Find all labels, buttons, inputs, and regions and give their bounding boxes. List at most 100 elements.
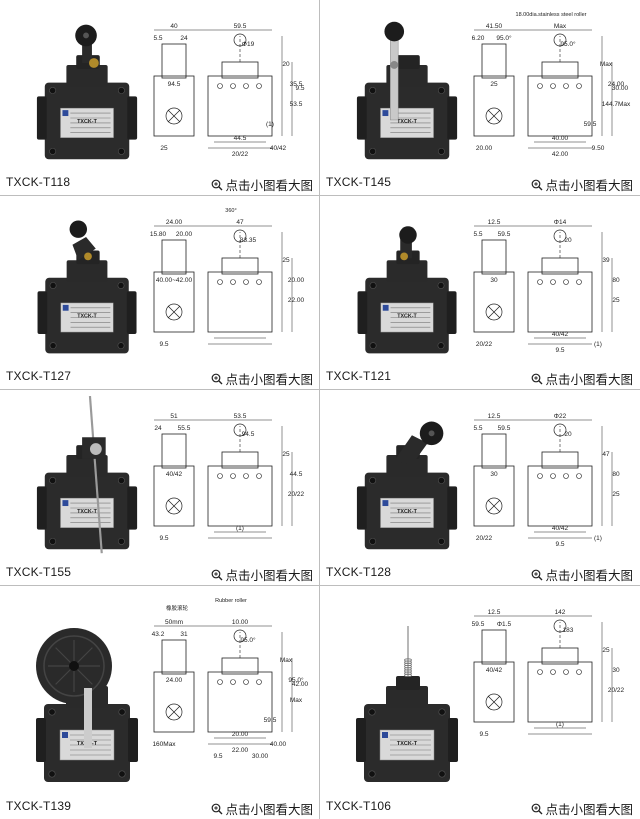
dimension-label: 5.5 bbox=[473, 425, 482, 432]
magnifier-icon bbox=[531, 803, 543, 815]
dimension-label: 31 bbox=[180, 631, 188, 638]
magnifier-icon bbox=[531, 179, 543, 191]
drawing-note: 360° bbox=[225, 208, 236, 214]
dimension-label: Max bbox=[280, 657, 293, 664]
product-photo[interactable]: TXCK-T bbox=[26, 6, 150, 173]
magnifier-icon bbox=[211, 569, 223, 581]
dimension-label: 43.2 bbox=[152, 631, 165, 638]
dimension-label: 20.00 bbox=[476, 145, 493, 152]
dimension-label: 30 bbox=[490, 277, 498, 284]
dimension-label: 80 bbox=[612, 277, 620, 284]
zoom-link[interactable]: 点击小图看大图 bbox=[211, 799, 313, 818]
dimension-label: 83.35 bbox=[240, 237, 257, 244]
product-photo[interactable]: TXCK-T bbox=[346, 626, 470, 796]
dimension-label: 95.0° bbox=[560, 40, 576, 48]
product-photo[interactable]: TXCK-T bbox=[26, 202, 150, 367]
dimension-label: 42.00 bbox=[292, 681, 309, 688]
model-label: TXCK-T127 bbox=[6, 369, 72, 383]
dimension-label: 20/22 bbox=[608, 687, 625, 694]
dimension-label: 9.5 bbox=[159, 535, 168, 542]
product-photo[interactable]: TXCK-T bbox=[346, 396, 470, 563]
dimension-label: 47 bbox=[236, 219, 244, 226]
model-label: TXCK-T128 bbox=[326, 565, 392, 579]
dimension-label: 53.5 bbox=[290, 101, 303, 108]
dimension-label: 20/22 bbox=[288, 491, 305, 498]
dimension-label: 30 bbox=[612, 667, 620, 674]
dimension-label: 12.5 bbox=[488, 413, 501, 420]
dimension-label: Max bbox=[600, 61, 613, 68]
zoom-label: 点击小图看大图 bbox=[545, 179, 633, 193]
dimension-label: 59.5 bbox=[498, 231, 511, 238]
dimension-label: 24 bbox=[180, 35, 188, 42]
product-photo[interactable]: TXCK-T bbox=[346, 202, 470, 367]
zoom-link[interactable]: 点击小图看大图 bbox=[531, 369, 633, 388]
dimension-label: 5.5 bbox=[153, 35, 162, 42]
dimension-label: 20 bbox=[564, 431, 572, 438]
dimension-label: 39 bbox=[602, 257, 610, 264]
dimension-label: 95.0° bbox=[496, 34, 512, 42]
dimension-label: 40.00 bbox=[552, 135, 569, 142]
zoom-link[interactable]: 点击小图看大图 bbox=[211, 369, 313, 388]
product-photo[interactable]: TXCK-T bbox=[26, 626, 150, 796]
drawing-note: 18.00dia.stainless steel roller bbox=[516, 12, 587, 18]
zoom-link[interactable]: 点击小图看大图 bbox=[531, 799, 633, 818]
zoom-label: 点击小图看大图 bbox=[225, 373, 313, 387]
zoom-link[interactable]: 点击小图看大图 bbox=[531, 175, 633, 194]
switch-badge: TXCK-T bbox=[397, 509, 417, 515]
dimension-label: (1) bbox=[594, 535, 602, 542]
model-label: TXCK-T145 bbox=[326, 175, 392, 189]
dimension-label: 9.50 bbox=[592, 145, 605, 152]
dimension-label: 50mm bbox=[165, 619, 183, 626]
dimension-label: 40/42 bbox=[270, 145, 287, 152]
dimension-label: 160Max bbox=[152, 741, 176, 748]
dimension-label: 30.00 bbox=[612, 85, 629, 92]
dimension-label: 142 bbox=[555, 609, 566, 616]
dimension-label: 59.5 bbox=[498, 425, 511, 432]
dimension-label: Max bbox=[290, 697, 303, 704]
dimension-label: 9.5 bbox=[555, 541, 564, 548]
zoom-link[interactable]: 点击小图看大图 bbox=[211, 565, 313, 584]
zoom-link[interactable]: 点击小图看大图 bbox=[211, 175, 313, 194]
model-label: TXCK-T139 bbox=[6, 799, 72, 813]
dimension-label: 9.5 bbox=[159, 341, 168, 348]
product-photo[interactable]: TXCK-T bbox=[346, 6, 470, 173]
row-divider bbox=[0, 585, 640, 586]
dimension-label: 20 bbox=[282, 61, 290, 68]
dimension-label: 24 bbox=[154, 425, 162, 432]
dimension-label: 40.00 bbox=[270, 741, 287, 748]
dimension-label: 51 bbox=[170, 413, 178, 420]
dimension-label: 9.5 bbox=[479, 731, 488, 738]
dimension-label: 80 bbox=[612, 471, 620, 478]
dimension-label: 144.7Max bbox=[602, 101, 631, 108]
dimension-label: 55.5 bbox=[178, 425, 191, 432]
zoom-link[interactable]: 点击小图看大图 bbox=[531, 565, 633, 584]
zoom-label: 点击小图看大图 bbox=[225, 803, 313, 817]
product-cell[interactable]: TXCK-T50mm43.23110.0095.0°Max95.0°Max24.… bbox=[0, 586, 319, 819]
dimension-label: Max bbox=[554, 23, 567, 30]
dimension-label: 183 bbox=[563, 627, 574, 634]
dimension-label: 44.5 bbox=[290, 471, 303, 478]
product-photo[interactable]: TXCK-T bbox=[26, 396, 150, 563]
dimension-label: 25 bbox=[612, 491, 620, 498]
dimension-label: 12.5 bbox=[488, 219, 501, 226]
dimension-label: 20.00 bbox=[232, 731, 249, 738]
dimension-label: 59.5 bbox=[472, 621, 485, 628]
dimension-label: 12.5 bbox=[488, 609, 501, 616]
dimension-label: 30.00 bbox=[252, 753, 269, 760]
dimension-label: 22.00 bbox=[232, 747, 249, 754]
dimension-label: 40/42 bbox=[552, 525, 569, 532]
magnifier-icon bbox=[531, 569, 543, 581]
dimension-label: 10.00 bbox=[232, 619, 249, 626]
dimension-label: 5.5 bbox=[473, 231, 482, 238]
dimension-label: 59.5 bbox=[234, 23, 247, 30]
dimension-label: 20/22 bbox=[232, 151, 249, 158]
